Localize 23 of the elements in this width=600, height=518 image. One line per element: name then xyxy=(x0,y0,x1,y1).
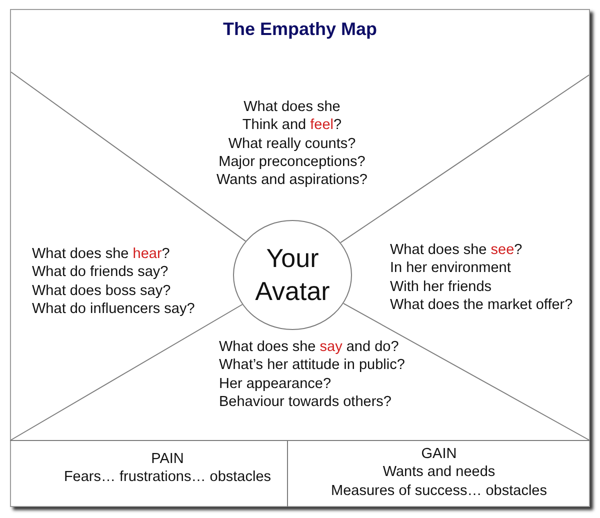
question-text: What does the market offer? xyxy=(390,296,574,314)
cell-text: Measures of success… obstacles xyxy=(330,482,548,500)
question-text: What do influencers say? xyxy=(32,300,196,318)
question-text: In her environment xyxy=(390,259,512,278)
table-cell xyxy=(10,440,288,507)
question-text: What do friends say? xyxy=(32,263,170,282)
question-text: What does she see? xyxy=(390,241,524,260)
question-text: What really counts? xyxy=(227,134,357,153)
question-text: Wants and aspirations? xyxy=(216,171,368,190)
question-text: Her appearance? xyxy=(219,374,332,393)
cell-text: Wants and needs xyxy=(382,463,496,482)
cell-heading: PAIN xyxy=(150,450,185,468)
question-text: What’s her attitude in public? xyxy=(219,356,406,375)
question-text: What does she Think and feel? xyxy=(241,98,343,135)
question-text: With her friends xyxy=(390,278,493,296)
cell-text: Fears… frustrations… obstacles xyxy=(62,468,272,487)
question-text: What does she hear? xyxy=(32,245,171,264)
cell-heading: GAIN xyxy=(420,445,458,464)
question-text: Major preconceptions? xyxy=(218,152,366,172)
question-text: What does she say and do? xyxy=(219,338,400,356)
question-text: What does boss say? xyxy=(32,282,172,300)
diagram-title: The Empathy Map xyxy=(222,18,378,40)
question-text: Behaviour towards others? xyxy=(219,392,392,412)
